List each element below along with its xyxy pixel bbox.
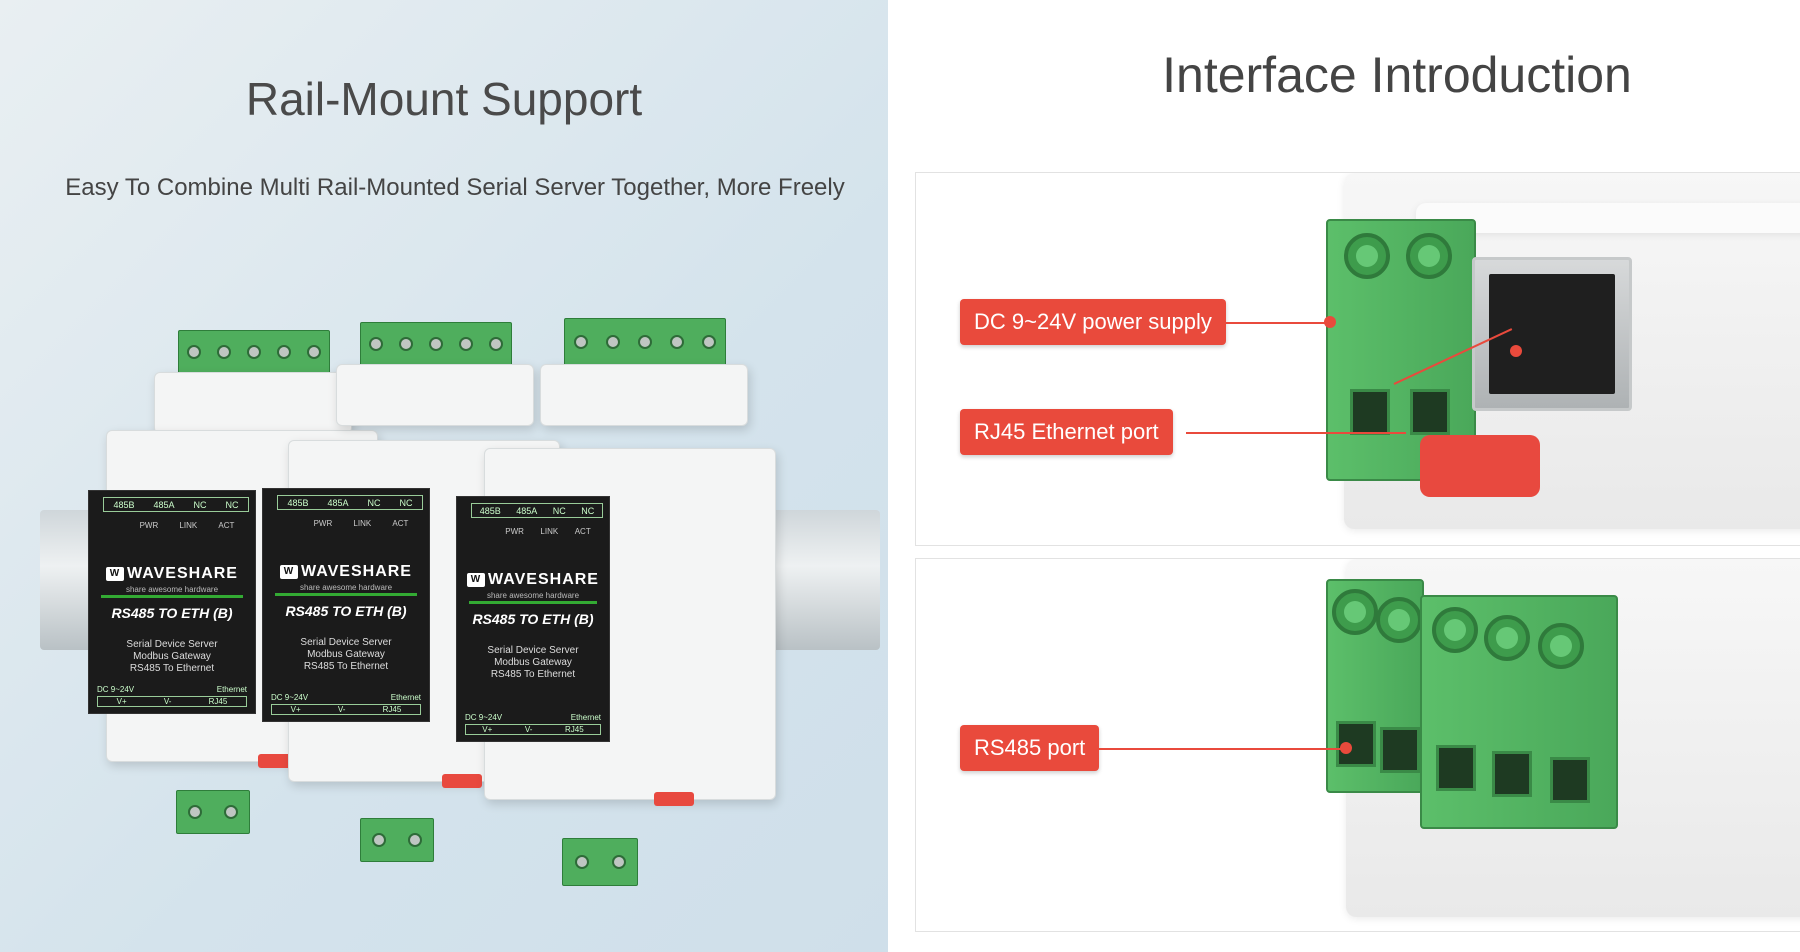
rail-mount-section: Rail-Mount Support Easy To Combine Multi… [0,0,888,952]
wire-hole [1492,751,1532,797]
callout-ethernet-port: RJ45 Ethernet port [960,409,1173,455]
power-ethernet-panel: DC 9~24V power supply RJ45 Ethernet port [915,172,1800,546]
brand-tagline: share awesome hardware [125,585,219,594]
rail-clip [442,774,482,788]
module-top-housing [540,364,748,426]
rail-mount-title: Rail-Mount Support [245,73,643,125]
callout-dot [1340,742,1352,754]
green-arrow-line [275,593,417,596]
brand-tagline: share awesome hardware [299,583,393,592]
callout-line [1220,322,1330,324]
enclosure-ridge [1416,203,1800,233]
wire-hole [1550,757,1590,803]
power-terminal-block [1326,219,1476,481]
model-name: RS485 TO ETH (B) [111,605,233,621]
waveshare-logo-icon: W [280,564,299,579]
rs485-terminal-left [1326,579,1424,793]
callout-rs485-port: RS485 port [960,725,1100,771]
wire-hole [1436,745,1476,791]
terminal-block-bottom [562,838,638,886]
callout-power-supply: DC 9~24V power supply [960,299,1226,345]
rail-clip [1420,435,1540,497]
callout-dot [1510,345,1522,357]
screw-icon [1332,589,1378,635]
waveshare-logo-icon: W [106,566,125,581]
terminal-block-top [178,330,330,374]
terminal-block-top [360,322,512,366]
terminal-block-bottom [360,818,434,862]
model-name: RS485 TO ETH (B) [285,603,407,619]
module-top-housing [154,372,352,434]
screw-icon [1432,607,1478,653]
screw-icon [1406,233,1452,279]
screw-icon [1344,233,1390,279]
callout-line [1186,432,1406,434]
terminal-block-bottom [176,790,250,834]
terminal-block-top [564,318,726,366]
green-arrow-line [469,601,597,604]
wire-hole [1350,389,1390,435]
brand-tagline: share awesome hardware [486,591,580,600]
wire-hole [1380,727,1420,773]
callout-line [1096,748,1346,750]
screw-icon [1484,615,1530,661]
screw-icon [1538,623,1584,669]
interface-title: Interface Introduction [1162,47,1632,103]
rail-mount-subtitle: Easy To Combine Multi Rail-Mounted Seria… [65,174,845,201]
green-arrow-line [101,595,243,598]
waveshare-logo-icon: W [467,572,486,587]
rs485-terminal-right [1420,595,1618,829]
callout-dot [1324,316,1336,328]
screw-icon [1376,597,1422,643]
rs485-panel: RS485 port [915,558,1800,932]
rail-clip [654,792,694,806]
wire-hole [1410,389,1450,435]
module-top-housing [336,364,534,426]
model-name: RS485 TO ETH (B) [472,611,594,627]
